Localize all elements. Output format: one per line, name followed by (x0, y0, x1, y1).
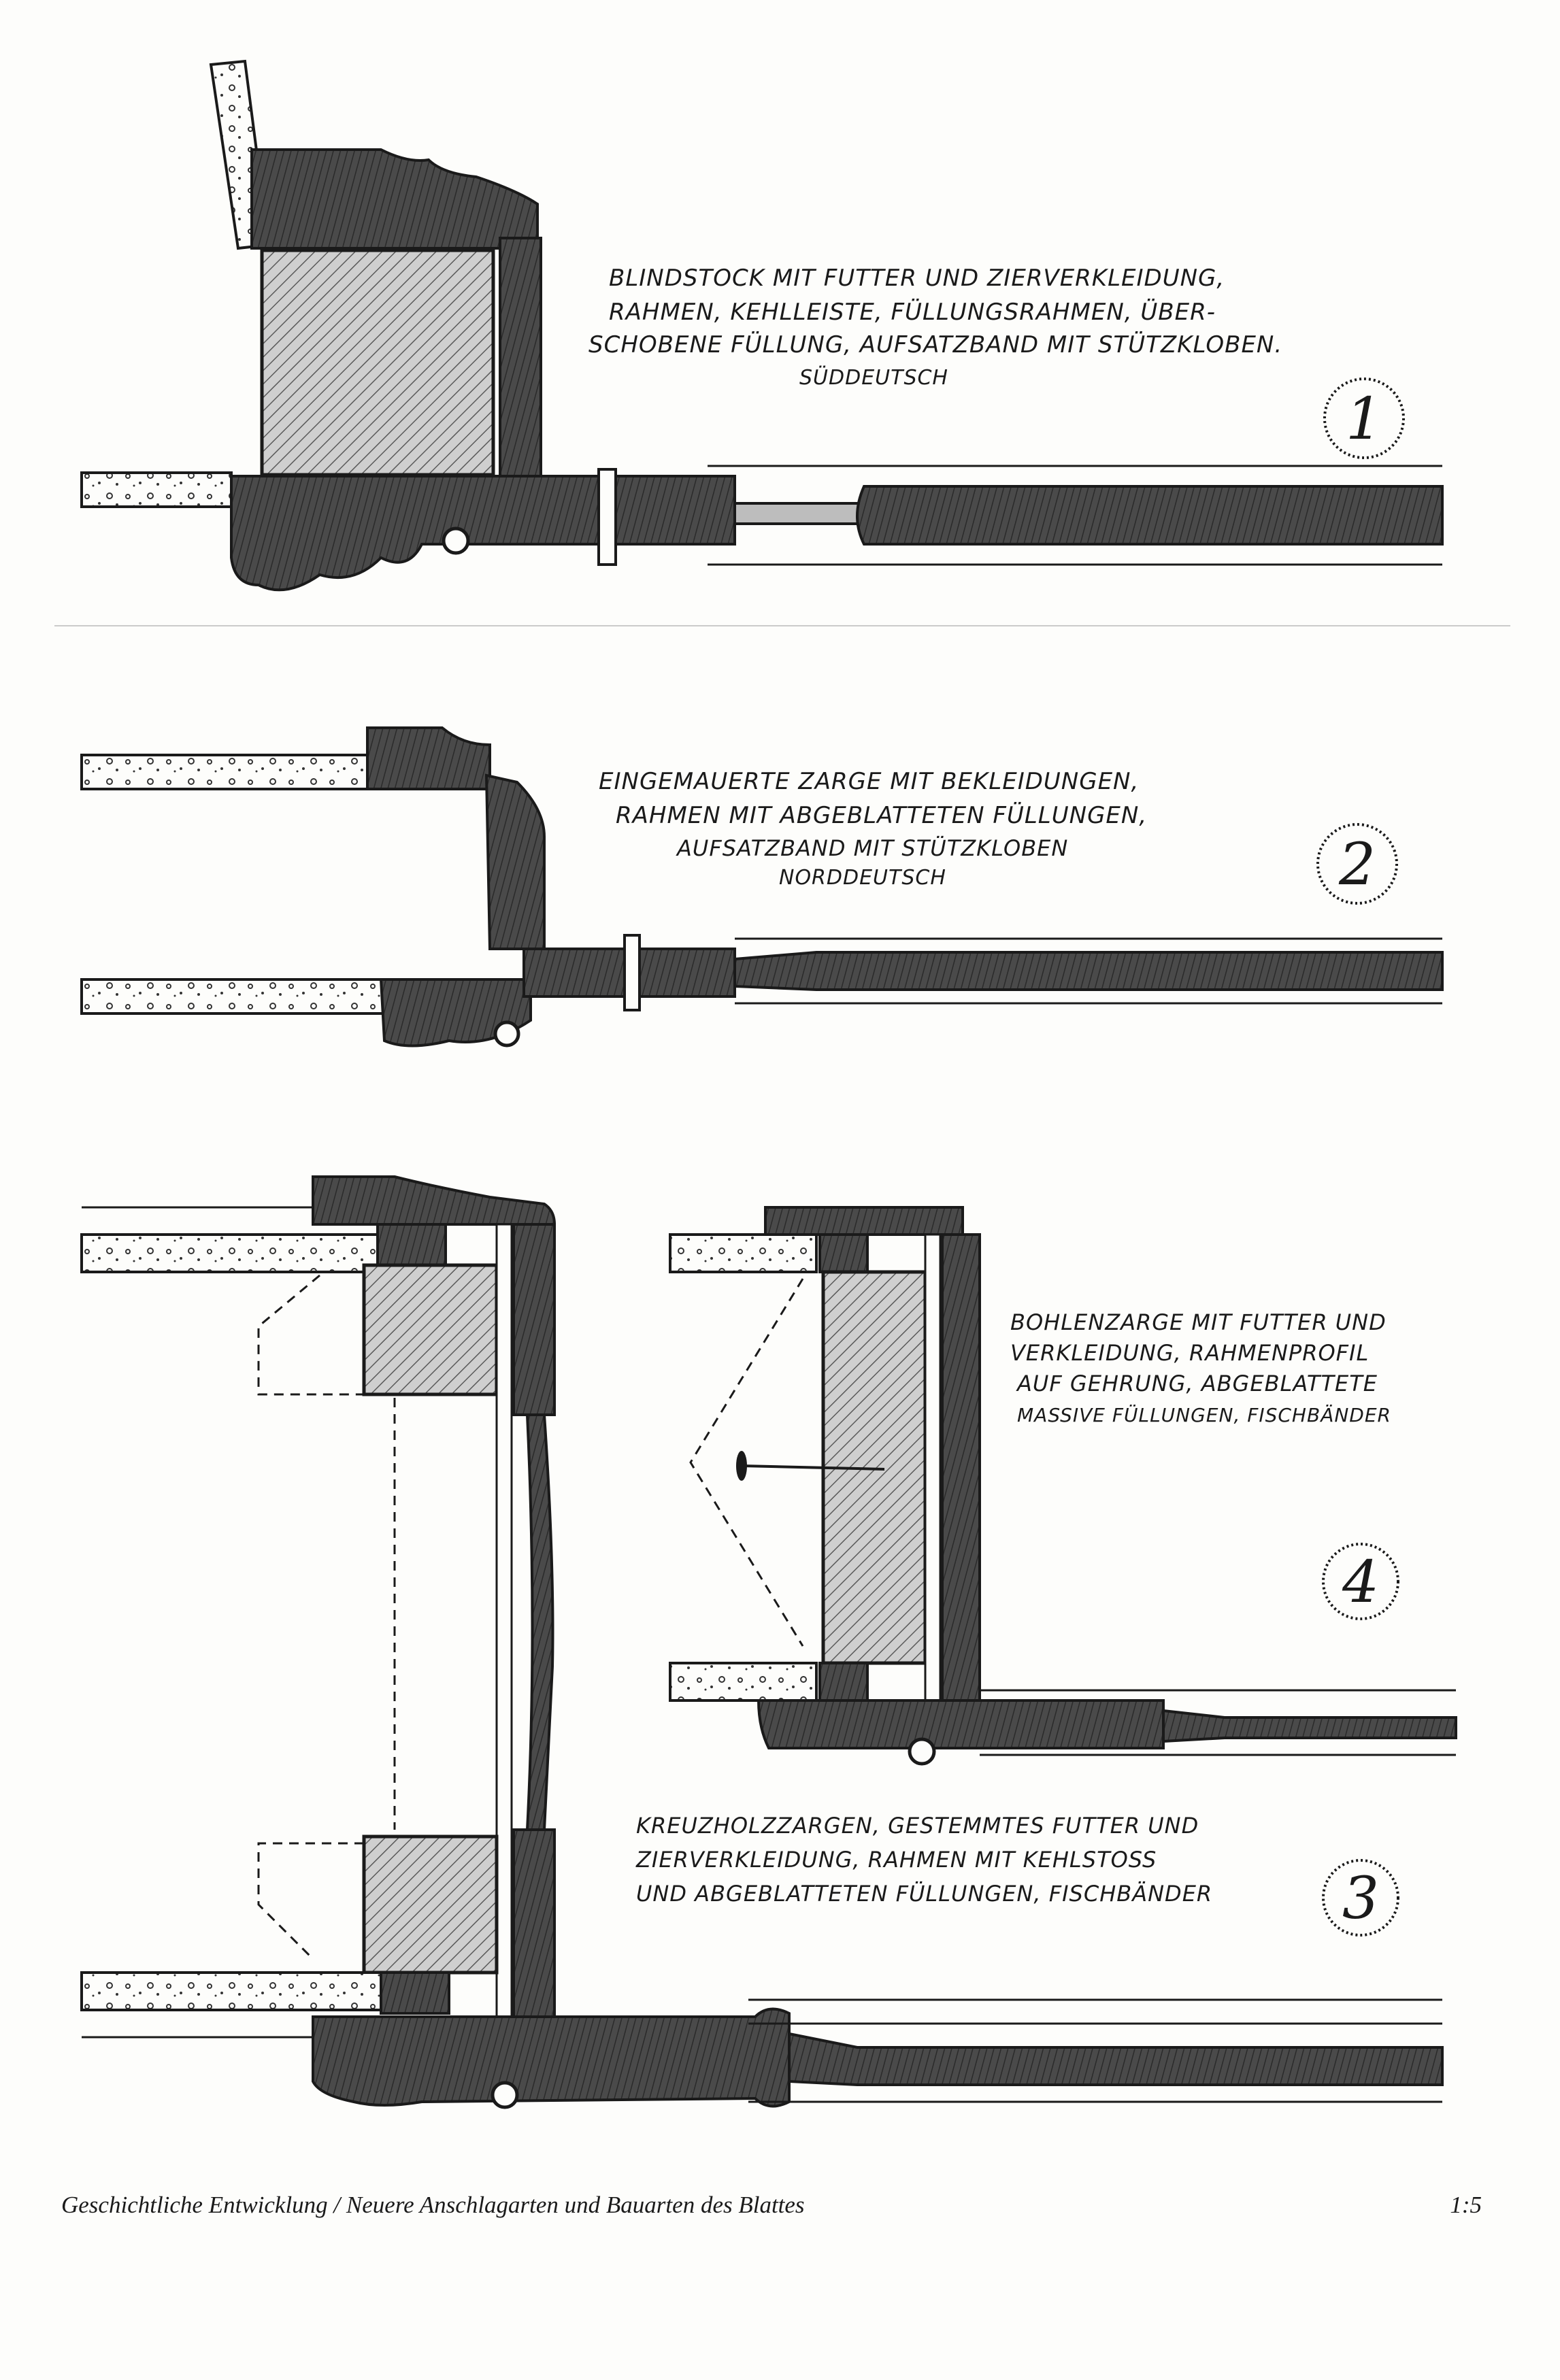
figure-2-section (80, 726, 1444, 1047)
fig1-wall-lower (80, 471, 233, 508)
fig1-door-panel (856, 485, 1444, 546)
fig3-bottom-rail (312, 2007, 791, 2108)
fig4-hinge (908, 1737, 936, 1766)
fig4-trim-upper (764, 1206, 964, 1236)
fig4-filler-bottom (818, 1662, 869, 1702)
fig3-stile (512, 1223, 556, 1416)
fig4-wall-lower (669, 1662, 818, 1702)
fig1-panel-joint (733, 502, 865, 525)
fig3-label-line-1: KREUZHOLZZARGEN, GESTEMMTES FUTTER UND (636, 1813, 1199, 1839)
figure-4-annotation: BOHLENZARGE MIT FUTTER UND VERKLEIDUNG, … (1010, 1309, 1399, 1620)
figure-3-annotation: KREUZHOLZZARGEN, GESTEMMTES FUTTER UND Z… (635, 1813, 1399, 1937)
fig3-panel-vertical (525, 1413, 554, 1831)
fig4-number: 4 (1342, 1549, 1379, 1616)
fig1-label-line-2: RAHMEN, KEHLLEISTE, FÜLLUNGSRAHMEN, ÜBER… (609, 298, 1216, 326)
fig2-bolt (623, 934, 641, 1011)
fig2-label-line-1: EINGEMAUERTE ZARGE MIT BEKLEIDUNGEN, (599, 768, 1139, 795)
fig3-hinge (491, 2081, 519, 2109)
fig3-wall-lower (80, 1971, 382, 2011)
fig3-stile-lower (512, 1828, 556, 2042)
figure-3-section (80, 1175, 1444, 2109)
fig3-label-line-3: UND ABGEBLATTETEN FÜLLUNGEN, FISCHBÄNDER (636, 1881, 1212, 1907)
fig4-dashed-outline (689, 1278, 804, 1647)
fig1-blind-frame (260, 248, 495, 477)
fig1-bolt (597, 468, 617, 566)
fig2-frame (484, 773, 546, 950)
figure-2-annotation: EINGEMAUERTE ZARGE MIT BEKLEIDUNGEN, RAH… (599, 768, 1398, 905)
fig1-hinge (442, 526, 470, 555)
fig2-hinge (493, 1020, 520, 1047)
fig3-trim-upper (312, 1175, 557, 1226)
fig1-label-line-1: BLINDSTOCK MIT FUTTER UND ZIERVERKLEIDUN… (609, 265, 1225, 292)
fig1-number: 1 (1346, 386, 1382, 453)
fig3-lining (495, 1223, 513, 2042)
fig1-lining (499, 237, 542, 477)
fig3-filler-top (376, 1223, 447, 1267)
fig3-filler-bottom (380, 1971, 450, 2015)
figure-1-annotation: BLINDSTOCK MIT FUTTER UND ZIERVERKLEIDUN… (588, 265, 1405, 459)
fig3-wall-upper (80, 1233, 382, 1273)
fig1-label-line-3: SCHOBENE FÜLLUNG, AUFSATZBAND MIT STÜTZK… (588, 331, 1282, 358)
fig3-post-lower (362, 1834, 499, 1975)
fig4-number-circle (1322, 1543, 1399, 1620)
scale-label: 1:5 (1450, 2192, 1482, 2218)
fig4-stile (941, 1233, 981, 1705)
fig1-trim-upper (250, 148, 539, 250)
fig4-wall-upper (669, 1233, 818, 1273)
fig3-dashed-outline-lower (257, 1842, 364, 1960)
fig2-number-circle (1316, 823, 1398, 905)
fig4-label-line-2: VERKLEIDUNG, RAHMENPROFIL (1010, 1340, 1369, 1366)
fig1-frame-bottom (230, 475, 736, 592)
fig3-label-line-2: ZIERVERKLEIDUNG, RAHMEN MIT KEHLSTOSS (635, 1847, 1157, 1873)
fig4-label-line-4: MASSIVE FÜLLUNGEN, FISCHBÄNDER (1017, 1403, 1391, 1426)
fig3-number-circle (1322, 1859, 1399, 1937)
fig2-label-line-2: RAHMEN MIT ABGEBLATTETEN FÜLLUNGEN, (616, 801, 1147, 829)
fig4-filler-top (818, 1233, 869, 1273)
fig3-number: 3 (1342, 1865, 1379, 1932)
fig4-label-line-3: AUF GEHRUNG, ABGEBLATTETE (1016, 1371, 1378, 1396)
page-caption: Geschichtliche Entwicklung / Neuere Ansc… (61, 2192, 805, 2218)
fig4-nail (741, 1464, 885, 1471)
fig2-door-panel (733, 951, 1444, 991)
fig2-label-line-3: AUFSATZBAND MIT STÜTZKLOBEN (676, 835, 1068, 861)
fig4-door-panel (1162, 1709, 1457, 1743)
fig3-dashed-outline-upper (257, 1274, 364, 1396)
fig2-trim-upper (366, 726, 491, 790)
fig1-number-circle (1323, 378, 1405, 459)
fig3-post-upper (362, 1263, 499, 1396)
fig2-number: 2 (1338, 831, 1376, 899)
fig4-bottom-rail (757, 1699, 1165, 1749)
figure-1-section (54, 59, 1510, 626)
fig2-region: NORDDEUTSCH (779, 866, 946, 890)
fig3-door-panel (788, 2032, 1444, 2086)
fig4-label-line-1: BOHLENZARGE MIT FUTTER UND (1010, 1309, 1387, 1335)
figure-4-section (669, 1206, 1457, 1766)
fig4-lining (924, 1233, 942, 1705)
fig1-region: SÜDDEUTSCH (799, 365, 948, 390)
